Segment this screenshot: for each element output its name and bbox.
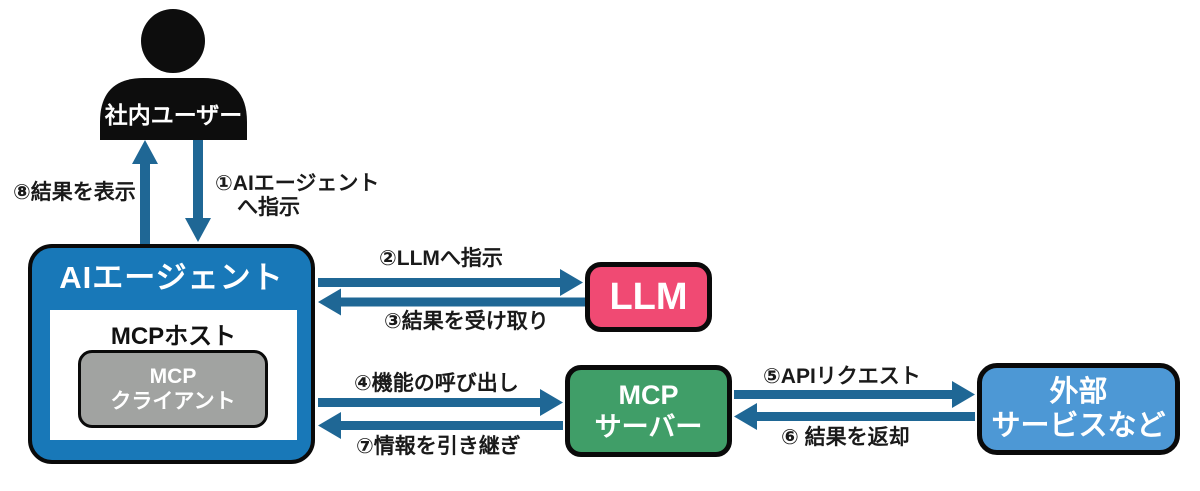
flow-label-1: ①AIエージェント へ指示 [215,172,379,220]
arrow-right-instruct-llm [318,269,583,296]
flow-label-5: ⑤APIリクエスト [763,365,921,388]
llm-node: LLM [585,262,712,332]
flow-label-1-line2: へ指示 [237,196,300,219]
external-service-line2: サービスなど [991,410,1166,442]
ai-agent-title: AIエージェント [59,260,284,295]
flow-label-2: ②LLMへ指示 [379,247,503,270]
flow-label-8: ⑧結果を表示 [13,181,136,204]
external-service-node: 外部 サービスなど [977,363,1180,455]
mcp-host-title: MCPホスト [110,323,237,350]
arrow-left-return-result [734,403,975,430]
flow-label-3: ③結果を受け取り [384,310,549,333]
ai-agent-node: AIエージェント MCPホスト MCP クライアント [28,244,315,464]
arrow-right-api-request [734,381,975,408]
external-service-line1: 外部 [1049,376,1108,408]
mcp-host-node: MCPホスト MCP クライアント [50,310,297,440]
flow-label-7: ⑦情報を引き継ぎ [356,435,521,458]
mcp-server-line1: MCP [618,380,679,410]
user-body-icon [100,78,247,140]
mcp-client-node: MCP クライアント [78,350,268,428]
mcp-client-line1: MCP [149,365,197,388]
user-node-label: 社内ユーザー [104,102,243,128]
user-head-icon [141,9,205,73]
flow-label-6: ⑥ 結果を返却 [781,426,910,449]
llm-title: LLM [609,276,688,318]
arrow-down-instruct-agent [185,140,211,242]
mcp-server-line2: サーバー [594,412,703,442]
arrow-left-handover-info [318,412,563,439]
arrow-right-call-function [318,389,563,416]
mcp-client-line2: クライアント [110,390,236,413]
arrow-up-display-result [132,140,158,244]
mcp-server-node: MCP サーバー [565,365,732,457]
flow-label-1-line1: ①AIエージェント [215,172,380,195]
arrow-left-receive-result [318,288,585,316]
flow-label-4: ④機能の呼び出し [354,372,519,395]
